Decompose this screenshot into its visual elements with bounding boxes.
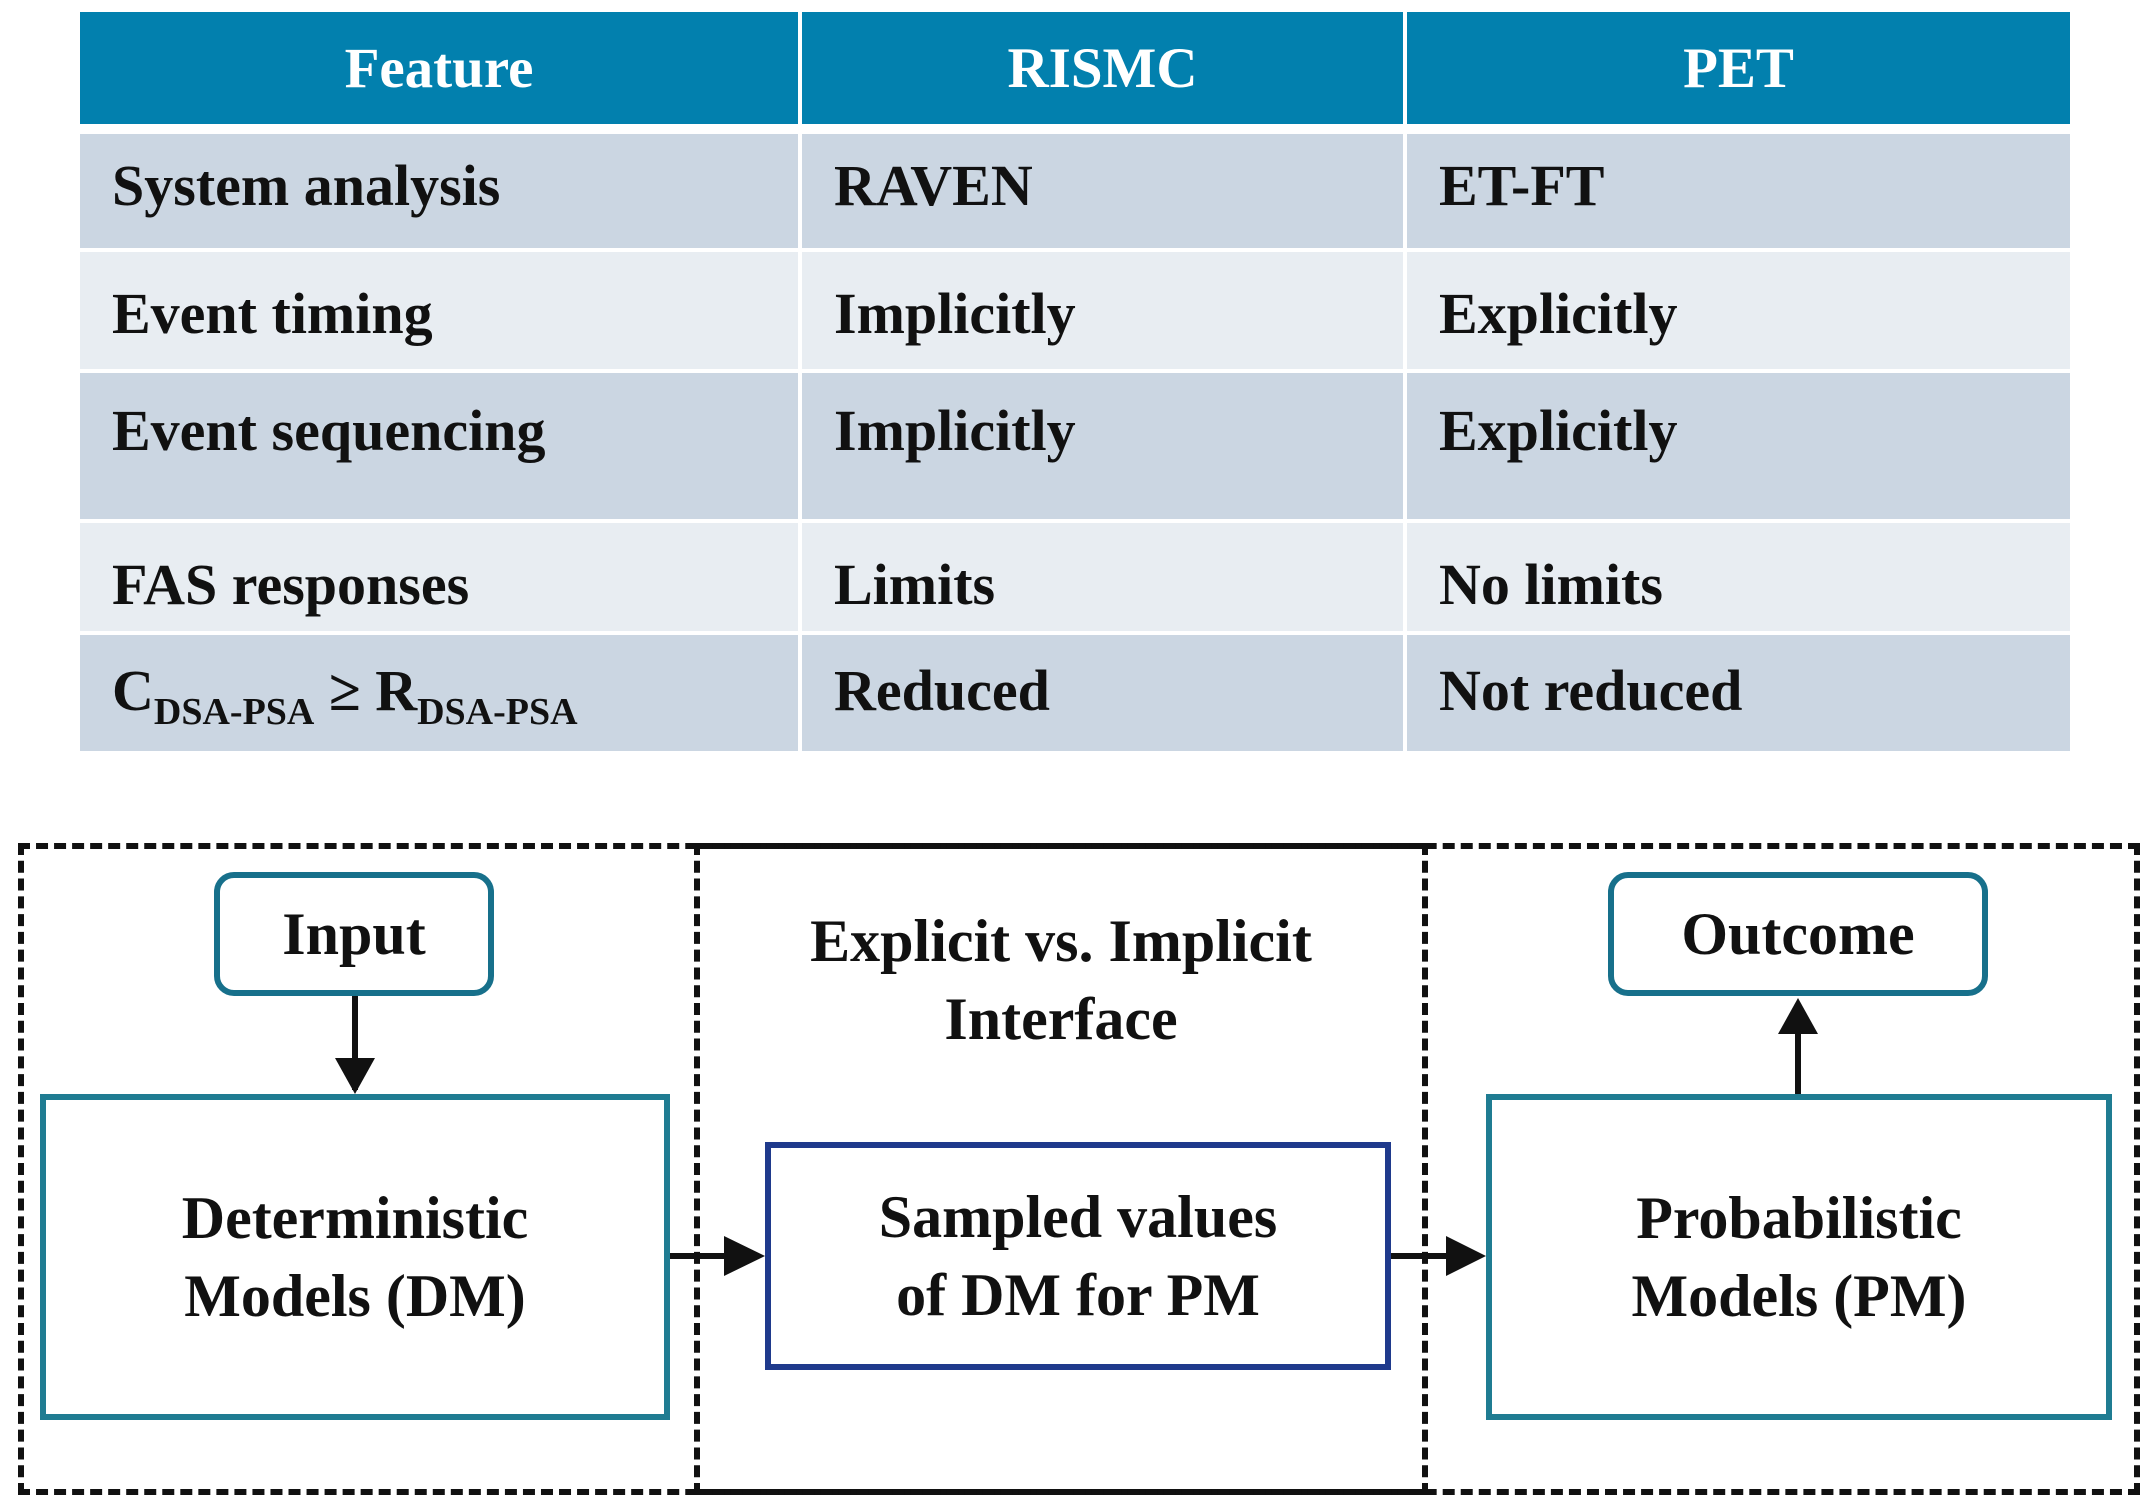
- sampled-values-box: Sampled values of DM for PM: [765, 1142, 1391, 1370]
- deterministic-models-label: Deterministic Models (DM): [181, 1185, 529, 1329]
- interface-dashed-zone: [694, 843, 1428, 1495]
- pet-cell: Not reduced: [1405, 633, 2070, 755]
- table-header-row: Feature RISMC PET: [80, 12, 2070, 134]
- interface-label: Explicit vs. Implicit Interface: [810, 908, 1312, 1052]
- sampled-values-label: Sampled values of DM for PM: [878, 1184, 1278, 1328]
- input-box: Input: [214, 872, 494, 996]
- input-label: Input: [282, 901, 426, 967]
- deterministic-models-box: Deterministic Models (DM): [40, 1094, 670, 1420]
- pet-cell: Explicitly: [1405, 250, 2070, 373]
- rismc-cell: RAVEN: [800, 129, 1407, 252]
- probabilistic-models-label: Probabilistic Models (PM): [1631, 1185, 1967, 1329]
- table-row: CDSA-PSA ≥ RDSA-PSA Reduced Not reduced: [80, 633, 2070, 755]
- c-symbol: C: [112, 658, 154, 723]
- pet-cell: No limits: [1405, 521, 2070, 635]
- r-subscript: DSA-PSA: [417, 691, 578, 733]
- feature-cell: System analysis: [80, 129, 802, 252]
- pet-cell: Explicitly: [1405, 371, 2070, 523]
- header-pet: PET: [1405, 12, 2070, 134]
- feature-cell: Event timing: [80, 250, 802, 373]
- feature-cell-cost-ratio: CDSA-PSA ≥ RDSA-PSA: [80, 633, 802, 755]
- pet-cell: ET-FT: [1405, 129, 2070, 252]
- rismc-cell: Reduced: [800, 633, 1407, 755]
- feature-cell: FAS responses: [80, 521, 802, 635]
- r-symbol: R: [375, 658, 418, 723]
- header-feature: Feature: [80, 12, 802, 134]
- rismc-cell: Limits: [800, 521, 1407, 635]
- rismc-cell: Implicitly: [800, 371, 1407, 523]
- header-rismc: RISMC: [800, 12, 1407, 134]
- table-row: Event sequencing Implicitly Explicitly: [80, 371, 2070, 523]
- c-subscript: DSA-PSA: [153, 691, 315, 733]
- rismc-cell: Implicitly: [800, 250, 1407, 373]
- outcome-box: Outcome: [1608, 872, 1988, 996]
- table-row: Event timing Implicitly Explicitly: [80, 250, 2070, 373]
- outcome-label: Outcome: [1681, 901, 1915, 967]
- probabilistic-models-box: Probabilistic Models (PM): [1486, 1094, 2112, 1420]
- feature-cell: Event sequencing: [80, 371, 802, 523]
- comparison-table: Feature RISMC PET System analysis RAVEN …: [80, 12, 2070, 755]
- table-row: FAS responses Limits No limits: [80, 521, 2070, 635]
- table-row: System analysis RAVEN ET-FT: [80, 129, 2070, 252]
- geq-symbol: ≥: [314, 658, 376, 723]
